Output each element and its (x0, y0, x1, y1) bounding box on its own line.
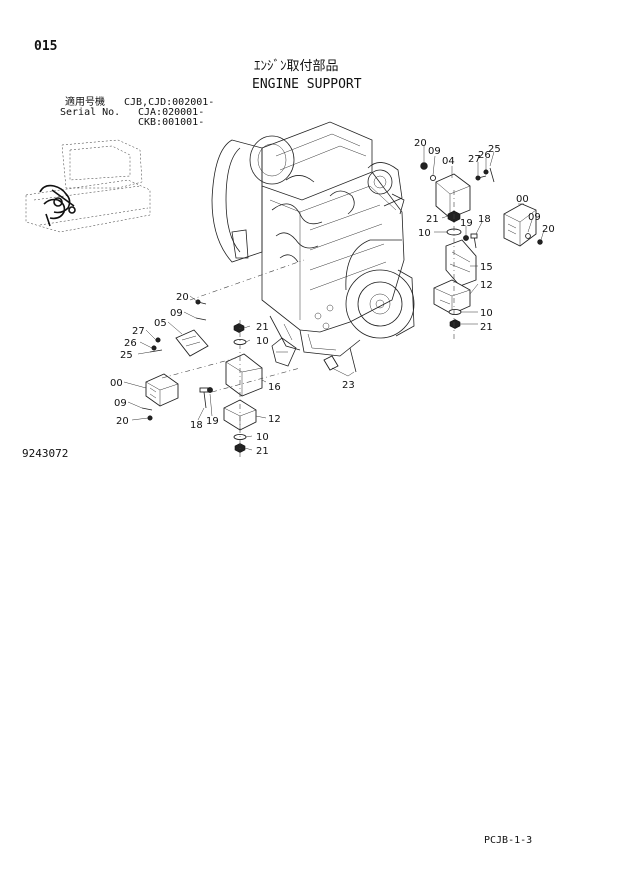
callout-05: 05 (154, 318, 167, 329)
callout-25: 25 (120, 350, 133, 361)
callout-15: 15 (480, 262, 493, 273)
callout-09: 09 (428, 146, 441, 157)
page-number: 015 (34, 39, 58, 54)
callout-09: 09 (528, 212, 541, 223)
callout-00: 00 (516, 194, 529, 205)
callout-10: 10 (418, 228, 431, 239)
callout-labels: 20 09 04 27 26 25 00 09 20 21 19 18 10 1… (110, 138, 555, 457)
callout-12: 12 (480, 280, 493, 291)
callout-18: 18 (190, 420, 203, 431)
left-mount-parts (141, 259, 357, 460)
serial-range-3: CKB:001001- (138, 117, 205, 128)
callout-26: 26 (478, 150, 491, 161)
callout-09: 09 (114, 398, 127, 409)
callout-00: 00 (110, 378, 123, 389)
callout-10: 10 (256, 432, 269, 443)
serial-label-japanese: 適用号機 (65, 97, 105, 108)
callout-26: 26 (124, 338, 137, 349)
callout-21: 21 (426, 214, 439, 225)
leader-lines (123, 146, 545, 451)
callout-18: 18 (478, 214, 491, 225)
title-english: ENGINE SUPPORT (252, 77, 362, 92)
callout-20: 20 (176, 292, 189, 303)
callout-27: 27 (468, 154, 481, 165)
callout-09: 09 (170, 308, 183, 319)
callout-27: 27 (132, 326, 145, 337)
callout-16: 16 (268, 382, 281, 393)
serial-label-english: Serial No. (60, 107, 121, 118)
callout-20: 20 (414, 138, 427, 149)
page-reference: PCJB-1-3 (484, 835, 533, 846)
callout-12: 12 (268, 414, 281, 425)
drawing-number: 9243072 (22, 447, 69, 460)
callout-21: 21 (256, 446, 269, 457)
serial-range-1: CJB,CJD:002001- (124, 97, 215, 108)
callout-21: 21 (480, 322, 493, 333)
title-japanese: ｴﾝｼﾞﾝ取付部品 (254, 59, 339, 74)
callout-19: 19 (206, 416, 219, 427)
callout-25: 25 (488, 144, 501, 155)
callout-04: 04 (442, 156, 455, 167)
callout-20: 20 (542, 224, 555, 235)
callout-10: 10 (480, 308, 493, 319)
callout-10: 10 (256, 336, 269, 347)
engine-assembly (211, 121, 415, 367)
right-mount-parts (420, 162, 543, 340)
callout-21: 21 (256, 322, 269, 333)
callout-20: 20 (116, 416, 129, 427)
callout-19: 19 (460, 218, 473, 229)
machine-location-keymap (25, 139, 151, 233)
serial-range-2: CJA:020001- (138, 107, 205, 118)
callout-23: 23 (342, 380, 355, 391)
